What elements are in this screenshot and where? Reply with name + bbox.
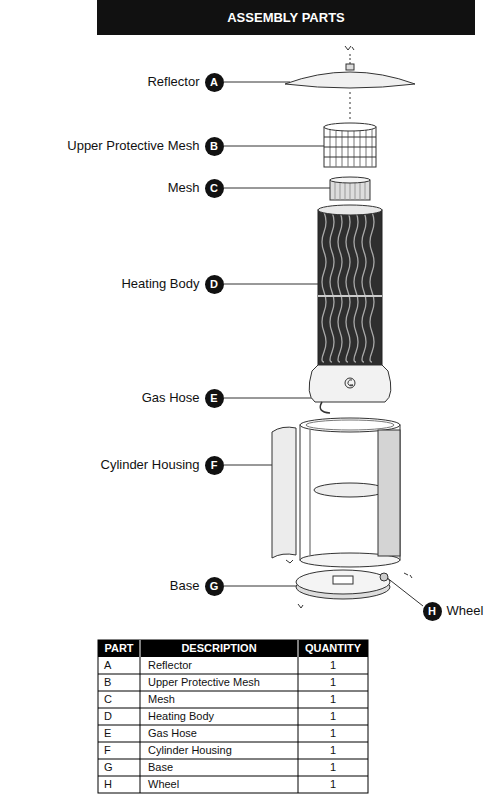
table-cell: Cylinder Housing	[148, 742, 232, 759]
callout-letter: C	[210, 183, 218, 194]
table-cell: G	[104, 759, 113, 776]
part-name: Upper Protective Mesh	[67, 139, 199, 153]
part-name: Cylinder Housing	[101, 458, 200, 472]
table-cell: C	[104, 691, 112, 708]
table-cell: Gas Hose	[148, 725, 197, 742]
table-cell: 1	[298, 691, 368, 708]
callout-circle: Gas HoseE	[205, 389, 224, 408]
callout-letter: E	[210, 393, 217, 404]
callout-letter: B	[210, 141, 218, 152]
title-bar	[97, 0, 475, 35]
callout-circle: BaseG	[205, 577, 224, 596]
parts-table-grid	[98, 640, 368, 793]
table-cell: 1	[298, 742, 368, 759]
part-name: Wheel	[447, 604, 484, 618]
mesh	[330, 177, 370, 200]
leader-lines	[224, 82, 423, 606]
callout-circle: Heating BodyD	[205, 275, 224, 294]
heating-body	[309, 205, 391, 402]
callout-letter: F	[211, 460, 218, 471]
part-name: Base	[170, 579, 200, 593]
part-name: Heating Body	[121, 277, 199, 291]
callout-circle: ReflectorA	[205, 73, 224, 92]
table-cell: A	[104, 657, 111, 674]
table-cell: Wheel	[148, 776, 179, 793]
callout-letter: D	[210, 279, 218, 290]
callout-circle: MeshC	[205, 179, 224, 198]
table-cell: F	[104, 742, 111, 759]
table-cell: 1	[298, 708, 368, 725]
table-header: PART	[98, 640, 140, 657]
table-cell: Upper Protective Mesh	[148, 674, 260, 691]
gas-hose	[320, 402, 330, 413]
table-cell: E	[104, 725, 111, 742]
part-name: Mesh	[168, 181, 200, 195]
table-cell: 1	[298, 674, 368, 691]
page-title: ASSEMBLY PARTS	[97, 0, 475, 35]
table-cell: Heating Body	[148, 708, 214, 725]
part-name: Gas Hose	[142, 391, 200, 405]
table-cell: B	[104, 674, 111, 691]
table-cell: Base	[148, 759, 173, 776]
base	[286, 560, 412, 608]
cylinder-housing	[272, 418, 400, 567]
table-cell: H	[104, 776, 112, 793]
callout-circle: Cylinder HousingF	[205, 456, 224, 475]
table-header: DESCRIPTION	[140, 640, 298, 657]
callout-circle: HWheel	[423, 602, 442, 621]
part-name: Reflector	[147, 75, 199, 89]
table-cell: 1	[298, 725, 368, 742]
table-cell: 1	[298, 759, 368, 776]
table-header: QUANTITY	[298, 640, 368, 657]
callout-letter: A	[210, 77, 218, 88]
upper-protective-mesh	[324, 123, 376, 167]
table-cell: 1	[298, 776, 368, 793]
table-cell: D	[104, 708, 112, 725]
table-cell: Reflector	[148, 657, 192, 674]
table-cell: Mesh	[148, 691, 175, 708]
callout-circle: Upper Protective MeshB	[205, 137, 224, 156]
callout-letter: G	[210, 581, 219, 592]
reflector	[285, 64, 415, 88]
callout-letter: H	[428, 606, 436, 617]
table-cell: 1	[298, 657, 368, 674]
